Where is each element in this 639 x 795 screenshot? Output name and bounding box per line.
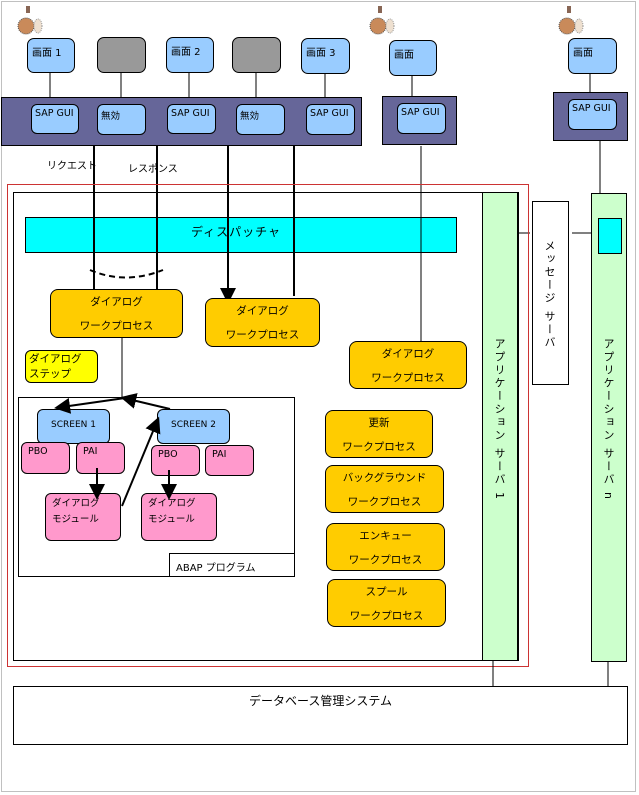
screen-label: 画面 2 [171,47,201,58]
sap-gui-middle[interactable]: SAP GUI [397,103,446,134]
background-work-process[interactable]: バックグラウンド ワークプロセス [325,465,444,513]
database-label: データベース管理システム [248,694,393,708]
dialog-module-2[interactable]: ダイアログ モジュール [141,493,217,541]
pai-1[interactable]: PAI [76,442,125,474]
app-server-1[interactable]: アプリケーション サーバ 1 [482,192,518,661]
app-server-1-boundary [7,184,529,667]
sap-gui-3[interactable]: SAP GUI [306,104,355,135]
request-label: リクエスト [47,161,97,172]
message-server-label: メッセージ サーバ [543,240,556,350]
spool-work-process[interactable]: スプール ワークプロセス [327,579,446,627]
screen-2-box[interactable]: SCREEN 2 [157,409,230,444]
screen-1-box[interactable]: SCREEN 1 [37,409,110,444]
app-server-1-label: アプリケーション サーバ 1 [493,338,506,501]
user-icon [368,4,398,36]
pbo-2[interactable]: PBO [151,445,200,476]
screen-right[interactable]: 画面 [568,38,617,74]
dialog-module-1[interactable]: ダイアログ モジュール [45,493,121,541]
sap-gui-right[interactable]: SAP GUI [568,99,617,130]
dialog-step-callout: ダイアログ ステップ [25,350,98,383]
dispatcher[interactable]: ディスパッチャ [25,217,457,253]
screen-label: 画面 3 [306,48,336,59]
user-icon [16,4,46,36]
pai-2[interactable]: PAI [205,445,254,476]
dialog-work-process-2[interactable]: ダイアログ ワークプロセス [205,298,320,347]
screen-middle[interactable]: 画面 [389,40,437,76]
gui-disabled-1[interactable]: 無効 [97,104,146,135]
dialog-work-process-3[interactable]: ダイアログ ワークプロセス [349,341,467,389]
abap-program-label: ABAP プログラム [169,553,295,577]
screen-3[interactable]: 画面 3 [301,38,350,74]
dispatcher-label: ディスパッチャ [191,225,282,239]
screen-inactive[interactable] [232,37,281,73]
dispatcher-n[interactable] [598,218,622,254]
app-server-n[interactable]: アプリケーション サーバ n [591,193,627,662]
screen-1[interactable]: 画面 1 [27,38,75,73]
response-label: レスポンス [128,164,178,175]
screen-inactive[interactable] [97,37,146,73]
message-server[interactable]: メッセージ サーバ [532,201,569,385]
gui-disabled-2[interactable]: 無効 [236,104,285,135]
pbo-1[interactable]: PBO [21,442,70,474]
database-management-system[interactable]: データベース管理システム [13,686,628,745]
app-server-n-label: アプリケーション サーバ n [602,338,615,501]
sap-gui-1[interactable]: SAP GUI [31,104,79,134]
sap-gui-2[interactable]: SAP GUI [167,104,216,134]
screen-2[interactable]: 画面 2 [166,37,214,73]
update-work-process[interactable]: 更新 ワークプロセス [325,410,433,458]
screen-label: 画面 1 [32,48,62,59]
user-icon [557,4,587,36]
dialog-work-process-1[interactable]: ダイアログ ワークプロセス [50,289,183,338]
enqueue-work-process[interactable]: エンキュー ワークプロセス [326,523,445,571]
